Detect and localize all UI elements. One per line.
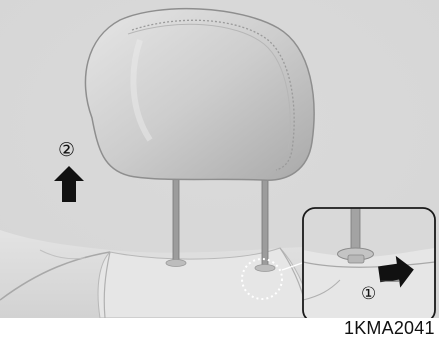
headrest-cushion bbox=[85, 9, 314, 181]
inset-detail bbox=[303, 208, 435, 322]
step-1-label: ① bbox=[361, 285, 376, 303]
figure-code: 1KMA2041 bbox=[344, 318, 435, 339]
step-2-label: ② bbox=[58, 140, 75, 160]
